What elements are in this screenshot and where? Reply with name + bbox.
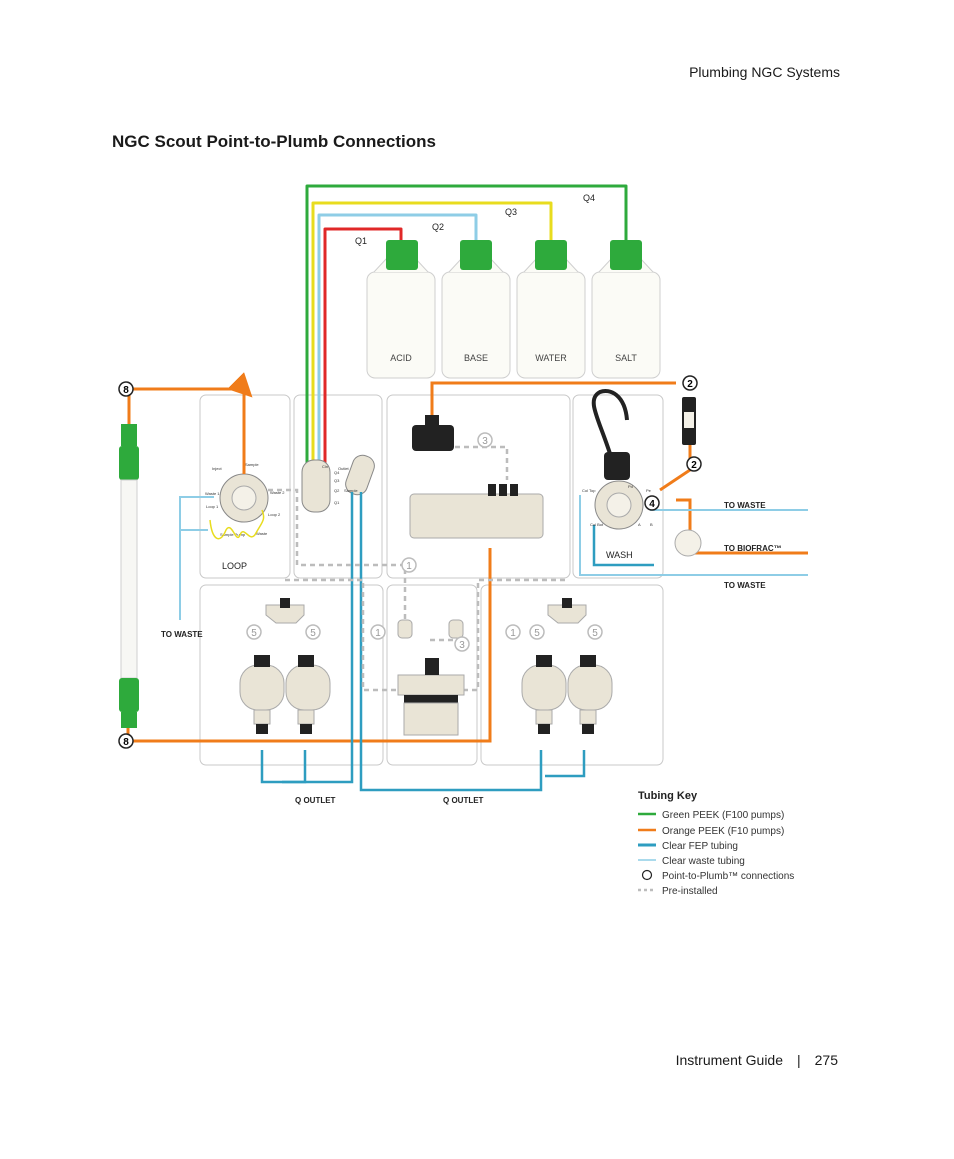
- wash-label: WASH: [606, 550, 633, 560]
- connection-markers: 8 2 2 4 3 1 5 3 1 1 5 5 5 8: [118, 375, 702, 749]
- bottle-base: [441, 240, 511, 379]
- connection-2-bottom: 2: [691, 460, 697, 471]
- connection-1-right: 1: [510, 628, 516, 639]
- line-q4-green: [305, 184, 628, 465]
- connection-5-right-b: 5: [592, 628, 598, 639]
- buffer-label-q3: Q3: [334, 478, 340, 483]
- loop-label: LOOP: [222, 561, 247, 571]
- connection-1-left: 1: [375, 628, 381, 639]
- fep-lines: [260, 492, 654, 792]
- inject-label-waste: Waste: [256, 531, 268, 536]
- inlet-lines: [305, 184, 628, 505]
- inject-label-sample-pump: Sample Pump: [220, 532, 246, 537]
- waste-lines: [179, 495, 808, 620]
- column-valve: Col Top Col Bot Pd Pe A B: [582, 389, 653, 530]
- inject-valve: Inject Sample Waste 1 Waste 2 Loop 1 Loo…: [205, 462, 285, 537]
- bottle-label-base: BASE: [464, 353, 488, 363]
- tubing-key-orange: Orange PEEK (F10 pumps): [662, 826, 784, 837]
- to-biofrac-label: TO BIOFRAC™: [724, 544, 782, 553]
- buffer-label-cln: Cln: [322, 464, 328, 469]
- footer-guide: Instrument Guide: [675, 1052, 783, 1068]
- connection-5-left-a: 5: [251, 628, 257, 639]
- column-label-b: B: [650, 522, 653, 527]
- tubing-key-clear-fep: Clear FEP tubing: [662, 841, 738, 852]
- connection-5-left-b: 5: [310, 628, 316, 639]
- tubing-key-preinstalled: Pre-installed: [662, 886, 718, 897]
- bottle-salt: [591, 240, 661, 379]
- column-label-col-bot: Col Bot: [590, 522, 604, 527]
- line-q3-yellow: [311, 201, 553, 470]
- column-label-a: A: [638, 522, 641, 527]
- q-outlet-label-1: Q OUTLET: [295, 796, 336, 805]
- line-q2-blue: [317, 213, 478, 478]
- line-q1-red: [323, 227, 403, 505]
- buffer-valve: Cln Q4 Q3 Q2 Q1 Outlet Sample: [301, 454, 375, 513]
- pump-right: [521, 598, 613, 734]
- connection-3-top: 3: [482, 436, 488, 447]
- inject-label-inject: Inject: [212, 466, 222, 471]
- q-outlet-label-2: Q OUTLET: [443, 796, 484, 805]
- buffer-label-outlet: Outlet: [338, 466, 350, 471]
- column-label-pd: Pd: [628, 484, 633, 489]
- tubing-key-point-to-plumb: Point-to-Plumb™ connections: [662, 871, 794, 882]
- sample-pump: [397, 619, 465, 736]
- connection-8-bottom: 8: [123, 737, 129, 748]
- connection-8-top: 8: [123, 385, 129, 396]
- line-label-q3: Q3: [505, 207, 517, 217]
- inject-label-waste2: Waste 2: [270, 490, 285, 495]
- page-title: NGC Scout Point-to-Plumb Connections: [112, 132, 436, 151]
- tubing-key-green: Green PEEK (F100 pumps): [662, 810, 784, 821]
- running-header: Plumbing NGC Systems: [689, 64, 840, 80]
- to-waste-label-3: TO WASTE: [161, 630, 203, 639]
- buffer-label-sample: Sample: [344, 488, 358, 493]
- tubing-key-clear-waste: Clear waste tubing: [662, 856, 745, 867]
- tubing-key-title: Tubing Key: [638, 790, 698, 802]
- pump-left: [239, 598, 331, 734]
- buffer-label-q1: Q1: [334, 500, 340, 505]
- bottle-label-acid: ACID: [390, 353, 412, 363]
- buffer-label-q4: Q4: [334, 470, 340, 475]
- bottle-water: [516, 240, 586, 379]
- mixer: [409, 484, 544, 539]
- column-label-col-top: Col Top: [582, 488, 596, 493]
- line-label-q4: Q4: [583, 193, 595, 203]
- module-panels: [199, 394, 664, 766]
- bottle-label-water: WATER: [535, 353, 567, 363]
- inject-label-sample: Sample: [245, 462, 259, 467]
- page-number: 275: [814, 1052, 838, 1068]
- buffer-label-q2: Q2: [334, 488, 340, 493]
- page-footer: Instrument Guide | 275: [676, 1052, 838, 1068]
- column: [119, 424, 139, 728]
- connection-4: 4: [649, 499, 655, 510]
- connection-1-center: 1: [406, 561, 412, 572]
- line-label-q2: Q2: [432, 222, 444, 232]
- column-label-pe: Pe: [646, 488, 652, 493]
- inject-label-waste1: Waste 1: [205, 491, 220, 496]
- tubing-key: Tubing Key Green PEEK (F100 pumps) Orang…: [638, 790, 794, 897]
- bottle-acid: [366, 240, 436, 379]
- inject-label-loop1: Loop 1: [206, 504, 219, 509]
- sample-loop: [209, 509, 265, 540]
- to-waste-label-2: TO WASTE: [724, 581, 766, 590]
- fraction-valve: [674, 529, 702, 557]
- inline-filter: [682, 397, 696, 445]
- inject-label-loop2: Loop 2: [268, 512, 281, 517]
- connection-2-top: 2: [687, 379, 693, 390]
- bottle-label-salt: SALT: [615, 353, 637, 363]
- uv-detector: [412, 415, 454, 451]
- to-waste-label-1: TO WASTE: [724, 501, 766, 510]
- connection-3-bottom: 3: [459, 640, 465, 651]
- connection-5-right-a: 5: [534, 628, 540, 639]
- footer-separator: |: [797, 1052, 801, 1068]
- bottles: ACID BASE WATER SALT: [366, 240, 661, 379]
- line-label-q1: Q1: [355, 236, 367, 246]
